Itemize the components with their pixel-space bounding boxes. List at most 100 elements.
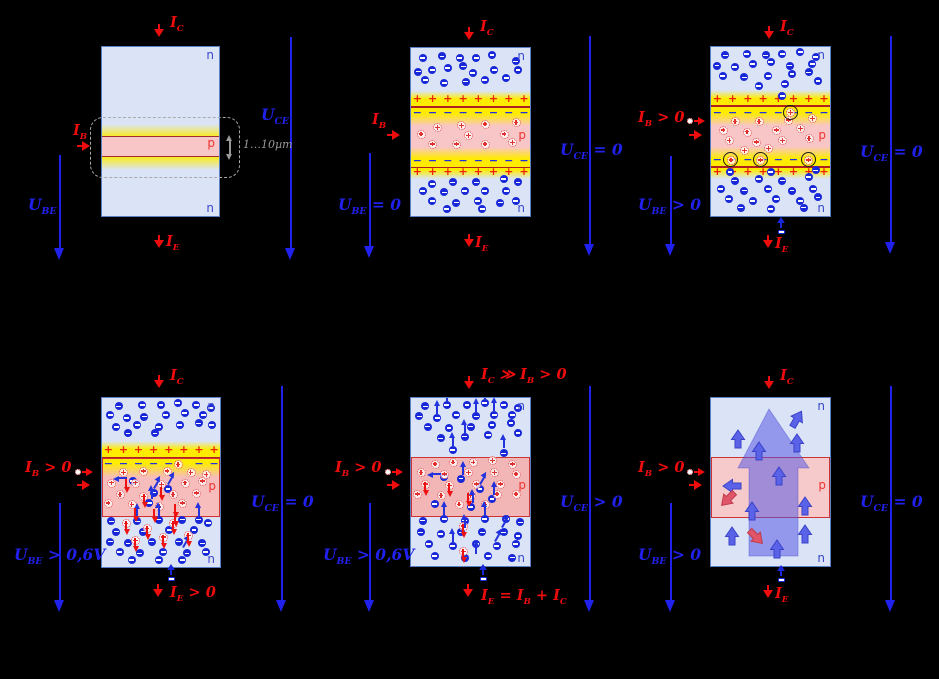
- depletion-plus-symbol: +: [712, 91, 722, 105]
- n-region-label: n: [517, 49, 525, 63]
- hole-flow-glyph: [385, 468, 405, 476]
- hole: [496, 479, 506, 489]
- electron: [748, 196, 757, 205]
- electron: [473, 196, 482, 205]
- electron: [780, 80, 789, 89]
- i-e-arrow: [464, 234, 474, 247]
- depletion-minus-symbol: −: [712, 153, 722, 167]
- depletion-minus-symbol: −: [427, 106, 438, 120]
- electron: [430, 499, 439, 508]
- motion-arrow: [195, 501, 202, 516]
- electron: [414, 67, 423, 76]
- hole-flow-glyph: [75, 468, 95, 476]
- electron: [452, 198, 461, 207]
- hole: [168, 490, 178, 500]
- electron: [726, 168, 735, 177]
- u-be-label: UBE > 0: [638, 195, 702, 218]
- u-be-arrow: [369, 503, 371, 602]
- n-region-label: n: [817, 551, 825, 565]
- depletion-minus-symbol: −: [488, 106, 499, 120]
- i-e-label: IE: [166, 233, 180, 253]
- electron: [440, 514, 449, 523]
- depletion-plus-symbol: +: [727, 91, 738, 105]
- i-c-arrow: [764, 376, 774, 389]
- hole: [742, 127, 752, 137]
- electron: [123, 429, 132, 438]
- electron: [466, 503, 475, 512]
- electron: [730, 63, 739, 72]
- electron: [804, 173, 813, 182]
- electron: [455, 54, 464, 63]
- u-ce-arrow: [281, 386, 283, 602]
- arrow-shaft: [780, 570, 782, 576]
- electron: [508, 553, 517, 562]
- electron: [499, 449, 508, 458]
- electron: [484, 551, 493, 560]
- junction-line: [711, 166, 830, 168]
- depletion-minus-symbol: −: [819, 153, 829, 167]
- electron: [190, 525, 199, 534]
- hole: [456, 121, 466, 131]
- n-region-label: n: [817, 399, 825, 413]
- electron: [418, 186, 427, 195]
- depletion-plus-symbol: +: [443, 92, 453, 106]
- depletion-minus-symbol: −: [743, 153, 753, 167]
- hole: [511, 489, 521, 499]
- depletion-plus-symbol: +: [194, 443, 204, 457]
- i-e-arrow: [763, 585, 773, 598]
- hole: [796, 124, 806, 134]
- depletion-plus-symbol: +: [504, 92, 514, 106]
- electron: [199, 410, 208, 419]
- motion-arrow: [449, 432, 456, 447]
- depletion-minus-symbol: −: [412, 153, 422, 167]
- recombination-circle: [723, 152, 739, 168]
- hole: [186, 468, 196, 478]
- electron: [165, 525, 174, 534]
- p-region-label: p: [518, 128, 526, 143]
- electron: [480, 75, 489, 84]
- hole: [480, 139, 490, 149]
- electron: [173, 399, 182, 408]
- electron-thick-arrow: [769, 539, 785, 559]
- electron: [430, 551, 439, 560]
- hole: [433, 122, 443, 132]
- u-ce-arrow-head: [584, 600, 594, 612]
- recombination-circle: [800, 152, 816, 168]
- p-region-outline: [411, 457, 530, 517]
- hole: [436, 491, 446, 501]
- electron: [204, 519, 213, 528]
- i-b-label: IB > 0: [638, 459, 685, 479]
- n-region-label: n: [517, 551, 525, 565]
- depletion-minus-symbol: −: [519, 153, 529, 167]
- electron: [514, 404, 523, 413]
- electron: [445, 424, 454, 433]
- u-ce-arrow-head: [285, 248, 295, 260]
- electron: [418, 54, 427, 63]
- u-be-arrow: [369, 153, 371, 248]
- electron: [194, 419, 203, 428]
- electron: [159, 547, 168, 556]
- electron: [201, 547, 210, 556]
- motion-arrow: [483, 398, 486, 399]
- electron: [164, 485, 173, 494]
- hole: [511, 117, 521, 127]
- i-e-arrow: [763, 235, 773, 248]
- i-b-arrow: [77, 480, 91, 490]
- i-c-arrow: [154, 375, 164, 388]
- electron: [459, 62, 468, 71]
- base-width-dimension: [229, 139, 231, 156]
- electron: [778, 176, 787, 185]
- depletion-plus-symbol: +: [788, 165, 799, 179]
- electron: [490, 65, 499, 74]
- electron: [437, 52, 446, 61]
- transistor-device: ++++++++−−−−−−−−−−−−−−−−++++++++nnp: [710, 46, 831, 217]
- electron: [428, 196, 437, 205]
- electron: [764, 71, 773, 80]
- i-c-label: IC ≫ IB > 0: [481, 366, 567, 386]
- motion-arrow: [445, 398, 448, 401]
- i-c-label: IC: [480, 18, 494, 38]
